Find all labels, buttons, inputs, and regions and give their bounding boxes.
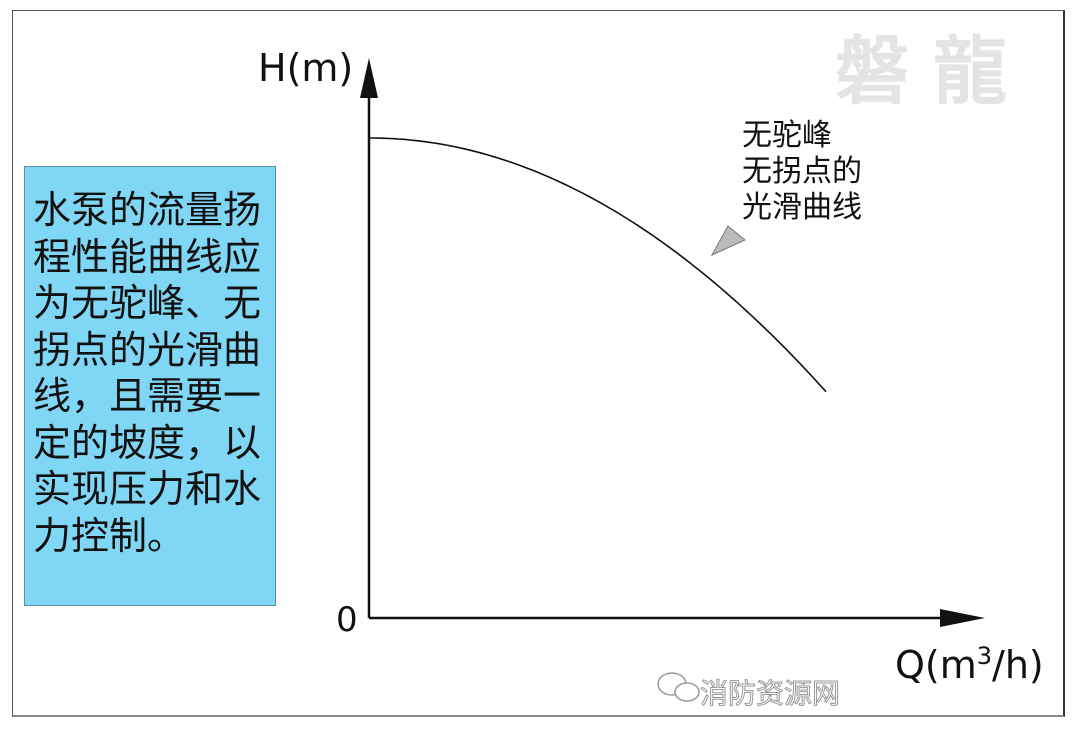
callout-line: 光滑曲线 <box>742 190 862 225</box>
watermark-source: 消防资源网 <box>699 677 841 711</box>
explanation-note: 水泵的流量扬程性能曲线应为无驼峰、无拐点的光滑曲线，且需要一定的坡度，以实现压力… <box>24 166 276 606</box>
y-axis-label: H(m) <box>258 46 354 90</box>
x-axis-label-main: Q(m <box>895 643 977 687</box>
x-axis-label-sup: 3 <box>976 642 993 670</box>
y-axis-arrow <box>360 58 378 98</box>
diagram-frame <box>12 10 1065 717</box>
x-axis-arrow <box>940 609 985 627</box>
x-axis-label-end: /h) <box>992 643 1044 687</box>
watermark-logo: 磐龍 <box>835 29 1031 115</box>
callout-line: 无拐点的 <box>742 154 862 189</box>
wechat-icon <box>657 672 700 702</box>
callout-pointer <box>710 225 746 257</box>
origin-label: 0 <box>336 600 358 640</box>
curve-callout: 无驼峰 无拐点的 光滑曲线 <box>742 118 862 226</box>
callout-line: 无驼峰 <box>742 118 832 153</box>
head-flow-curve <box>370 137 827 393</box>
x-axis-label: Q(m3/h) <box>895 642 1044 687</box>
